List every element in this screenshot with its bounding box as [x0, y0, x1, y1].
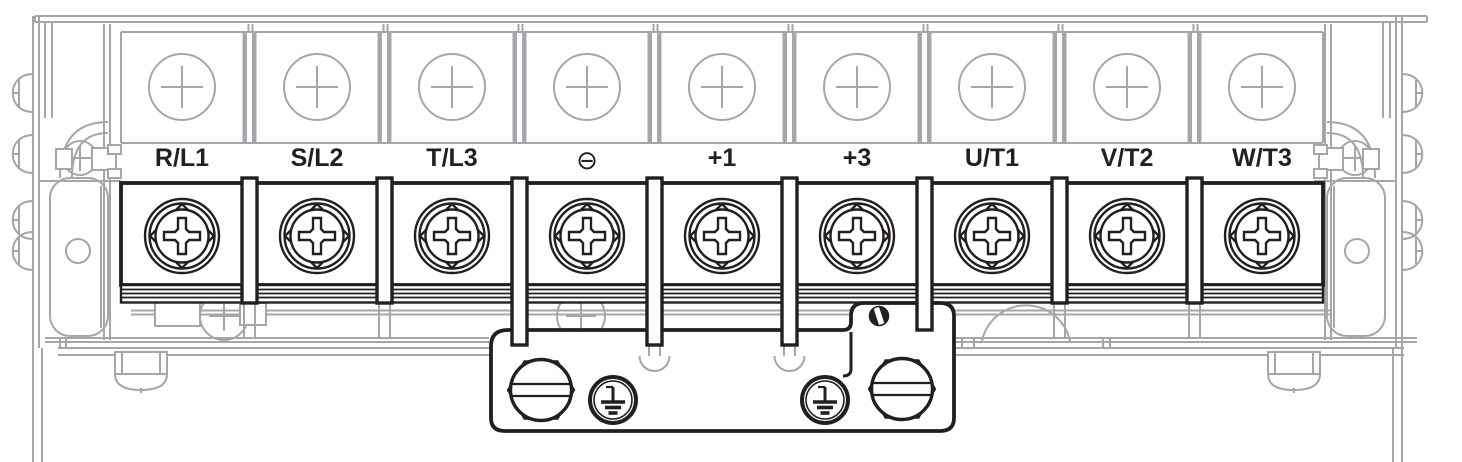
power-terminal-cell	[931, 183, 1053, 303]
power-terminal-cell	[1201, 183, 1323, 303]
cover-screw-icon	[418, 53, 486, 121]
terminal-label: V/T2	[1101, 144, 1154, 172]
cover-screw-icon	[1093, 53, 1161, 121]
cover-screw-icon	[1228, 53, 1296, 121]
power-terminal-cell	[391, 183, 513, 303]
ground-bracket	[489, 301, 956, 433]
earth-ground-icon	[800, 375, 850, 425]
power-terminal-row	[121, 183, 1323, 303]
terminal-label: S/L2	[291, 144, 344, 172]
power-terminal-cell	[526, 183, 648, 303]
cover-screw-icon	[553, 53, 621, 121]
terminal-divider	[510, 176, 529, 347]
cover-screw-icon	[148, 53, 216, 121]
terminal-divider	[240, 176, 259, 305]
cover-screw-icon	[688, 53, 756, 121]
terminal-divider	[1185, 176, 1204, 305]
power-terminal-cell	[796, 183, 918, 303]
cover-screw-icon	[823, 53, 891, 121]
terminal-label: +3	[843, 144, 872, 172]
chassis-linework	[12, 15, 1428, 462]
terminal-divider	[1050, 176, 1069, 305]
terminal-dividers	[240, 176, 1204, 347]
terminal-label: W/T3	[1232, 144, 1292, 172]
half-filled-dot-icon	[868, 304, 890, 328]
cover-screw-icon	[958, 53, 1026, 121]
terminal-label: +1	[708, 144, 737, 172]
top-screw-row	[120, 23, 1324, 144]
terminal-label: R/L1	[155, 144, 209, 172]
power-terminal-cell	[1066, 183, 1188, 303]
terminal-label-minus: ⊖	[576, 146, 598, 176]
terminal-label: U/T1	[965, 144, 1019, 172]
terminal-divider	[915, 176, 934, 332]
bracket-seam	[842, 332, 853, 378]
terminal-divider	[645, 176, 664, 347]
slotted-hex-screw-icon	[867, 356, 937, 422]
power-terminal-cell	[661, 183, 783, 303]
power-terminal-cell	[256, 183, 378, 303]
terminal-divider	[780, 176, 799, 347]
terminal-label-row: R/L1 S/L2 T/L3 ⊖ +1 +3 U/T1 V/T2 W/T3	[155, 144, 1292, 176]
earth-ground-icon	[588, 375, 638, 425]
power-terminal-cell	[121, 183, 243, 303]
terminal-divider	[375, 176, 394, 305]
cover-screw-icon	[283, 53, 351, 121]
terminal-label: T/L3	[426, 144, 477, 172]
slotted-hex-screw-icon	[506, 357, 576, 423]
